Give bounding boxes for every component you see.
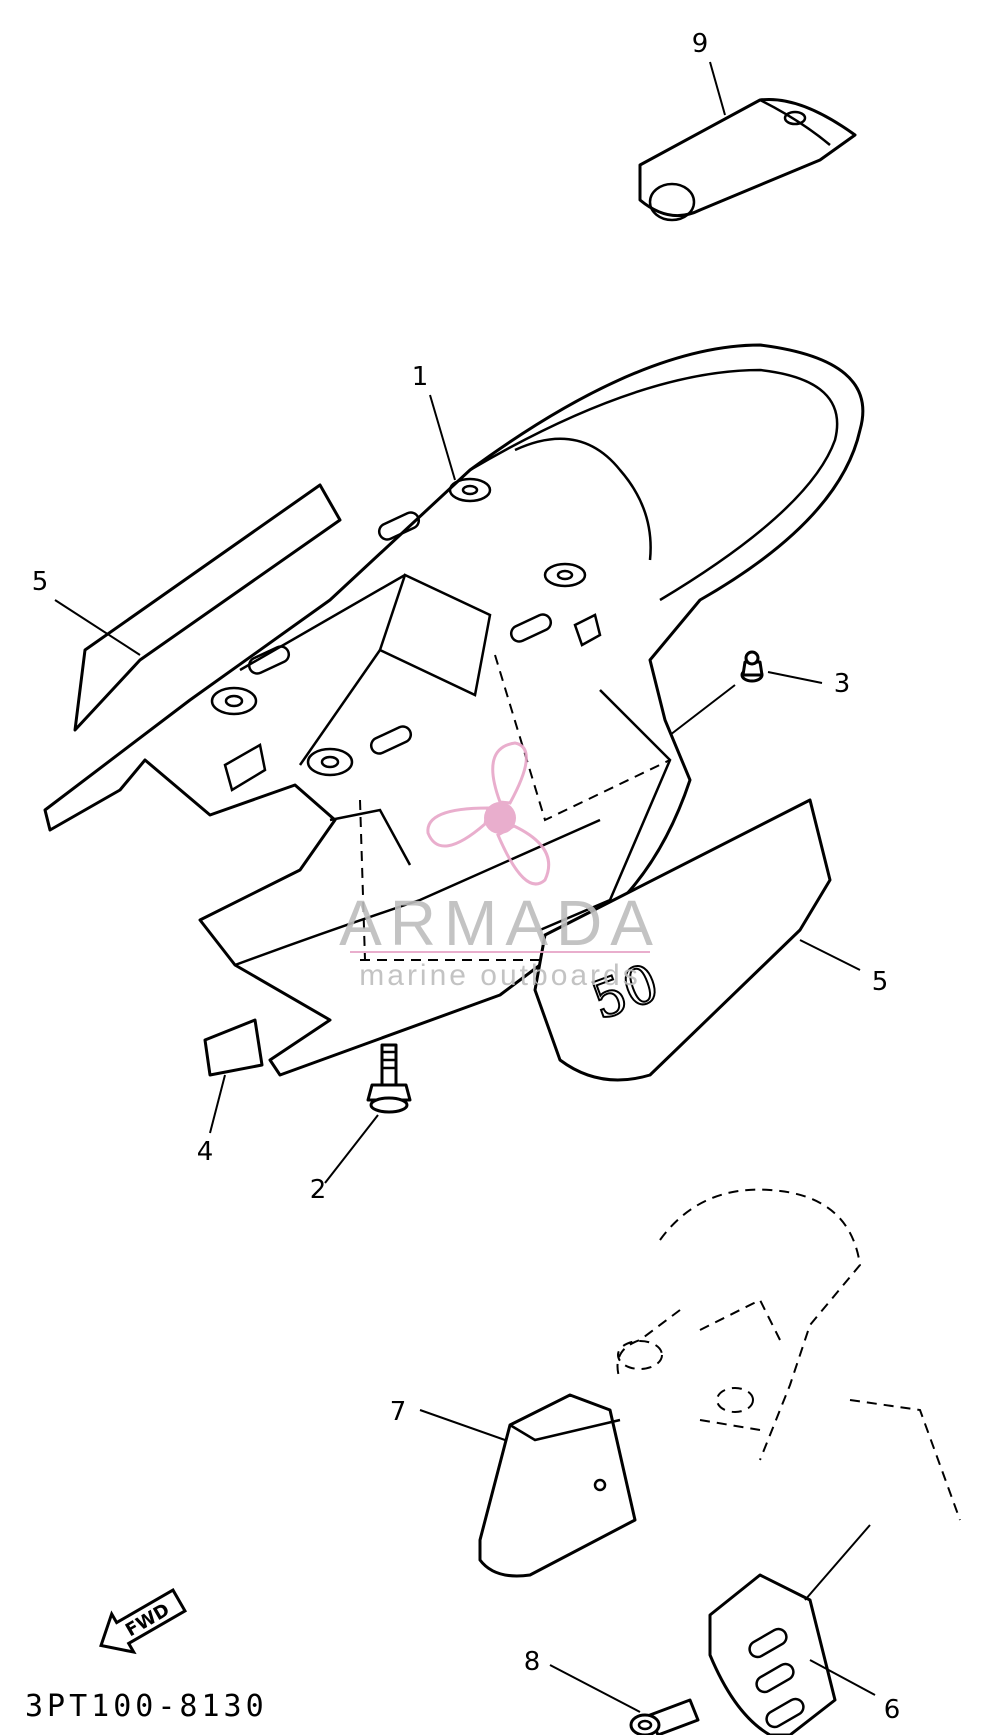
leader-lines bbox=[54, 61, 876, 1713]
armada-watermark: ARMADA marine outboards bbox=[339, 741, 661, 992]
part-3-screw bbox=[740, 650, 764, 683]
diagram-code: 3PT100-8130 bbox=[25, 1689, 268, 1724]
fwd-arrow-icon: FWD bbox=[99, 1588, 188, 1655]
part-9-pad bbox=[638, 97, 857, 222]
callout-7: 7 bbox=[390, 1397, 407, 1427]
callout-1: 1 bbox=[412, 362, 429, 392]
callout-3: 3 bbox=[834, 669, 851, 699]
watermark-tagline: marine outboards bbox=[359, 959, 640, 992]
callout-9: 9 bbox=[692, 29, 709, 59]
part-5-left-panel bbox=[73, 483, 342, 732]
part-1-rear-fender bbox=[43, 343, 865, 1077]
callout-4: 4 bbox=[197, 1137, 214, 1167]
propeller-logo bbox=[426, 741, 551, 886]
callout-numbers: 9 1 5 3 5 4 2 7 8 6 bbox=[32, 29, 901, 1725]
part-5-number-decal: 50 bbox=[533, 798, 832, 1082]
callout-6: 6 bbox=[884, 1695, 901, 1725]
frame-reference bbox=[616, 1188, 961, 1521]
part-2-bolt bbox=[366, 1043, 412, 1114]
watermark-brand: ARMADA bbox=[339, 887, 661, 959]
callout-5-left: 5 bbox=[32, 567, 49, 597]
callout-2: 2 bbox=[310, 1175, 327, 1205]
part-4-pad bbox=[203, 1018, 264, 1077]
part-8-screw bbox=[629, 1698, 700, 1735]
callout-5-right: 5 bbox=[872, 967, 889, 997]
callout-8: 8 bbox=[524, 1647, 541, 1677]
part-7-guard bbox=[478, 1393, 637, 1578]
part-6-heel-guard bbox=[708, 1573, 837, 1735]
